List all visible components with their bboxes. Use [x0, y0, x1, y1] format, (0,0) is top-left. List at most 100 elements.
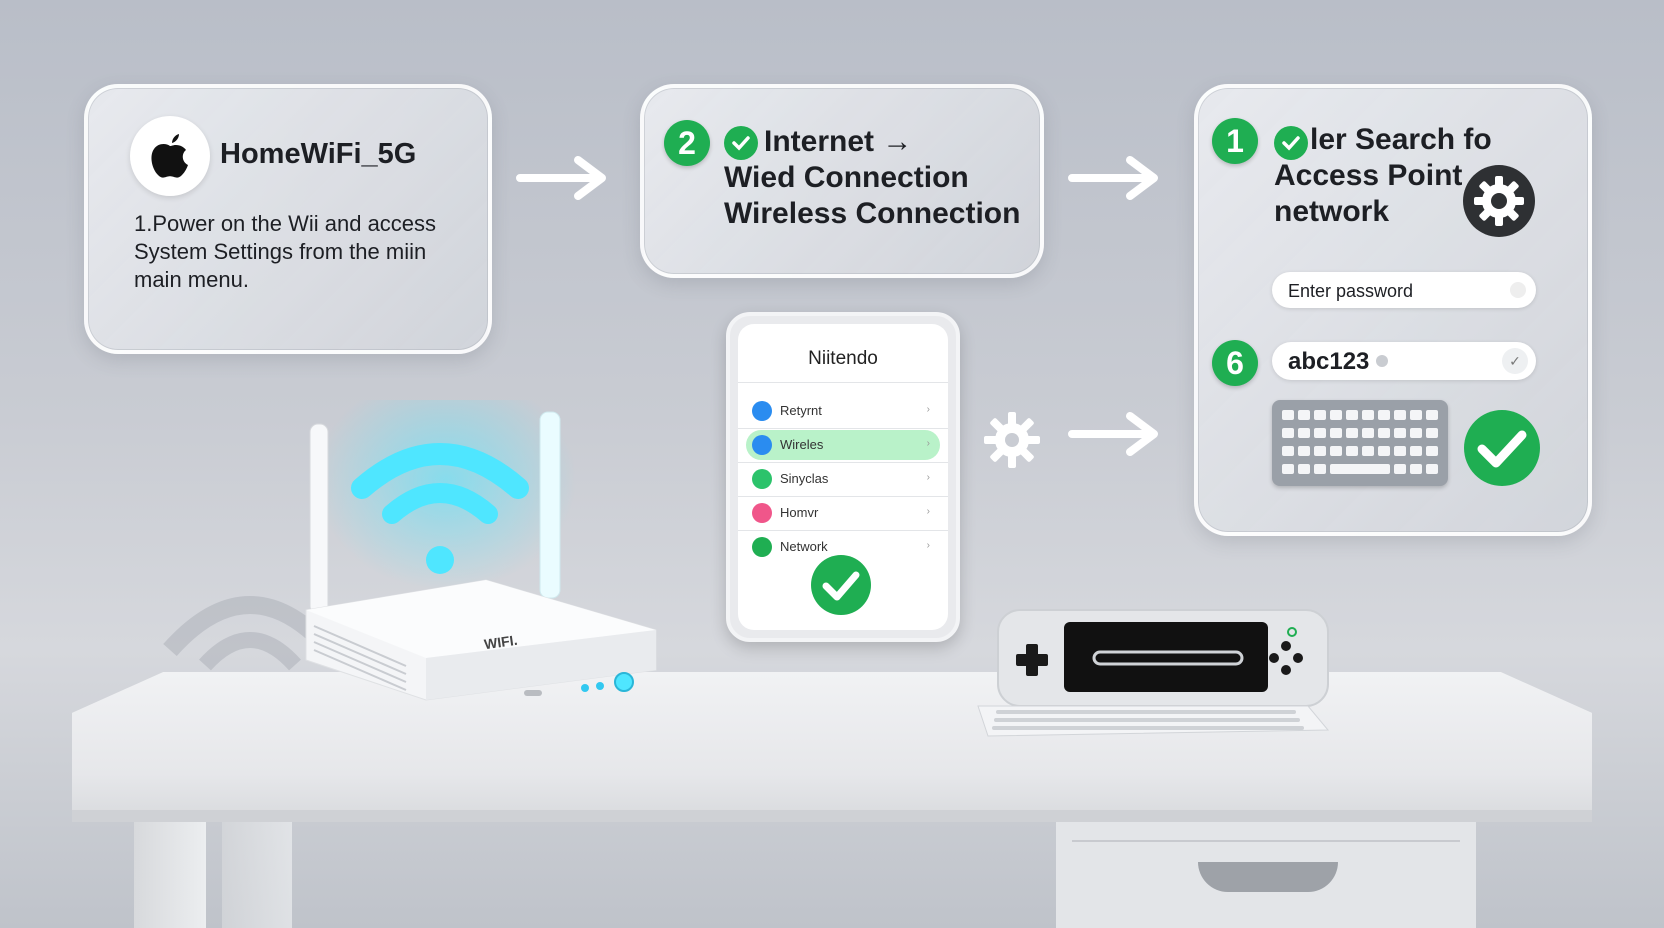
step-badge: 1 [1212, 118, 1258, 164]
keyboard-key[interactable] [1282, 446, 1294, 456]
success-check-icon [1464, 410, 1540, 486]
keyboard-key[interactable] [1378, 410, 1390, 420]
device-title: Niitendo [808, 348, 878, 369]
menu-item-label: Homvr [780, 505, 819, 520]
keyboard-key[interactable] [1330, 428, 1342, 438]
chevron-right-icon: › [926, 438, 930, 449]
desk-leg [222, 822, 292, 928]
menu-item-icon [752, 401, 772, 421]
dropdown-icon[interactable] [1510, 282, 1526, 298]
settings-menu-item[interactable]: Network › [746, 532, 940, 562]
keyboard-key[interactable] [1346, 410, 1358, 420]
keyboard-key[interactable] [1346, 446, 1358, 456]
keyboard-key[interactable] [1330, 446, 1342, 456]
wifi-router [305, 400, 657, 701]
keyboard-key[interactable] [1362, 446, 1374, 456]
keyboard-key[interactable] [1282, 410, 1294, 420]
device-settings-screen: Niitendo Retyrnt › Wireles › Sinyclas › Homvr ›… [726, 312, 960, 642]
divider [738, 496, 948, 497]
keyboard-key[interactable] [1362, 428, 1374, 438]
keyboard-key[interactable] [1330, 410, 1342, 420]
desk-leg [134, 822, 206, 928]
network-ssid: HomeWiFi_5G [220, 138, 417, 170]
keyboard-key[interactable] [1346, 428, 1358, 438]
menu-item-icon [752, 537, 772, 557]
network-label: network [1274, 195, 1390, 228]
keyboard-key[interactable] [1410, 428, 1422, 438]
apple-logo-icon [130, 116, 210, 196]
gear-icon[interactable] [1462, 164, 1536, 238]
keyboard-key[interactable] [1426, 464, 1438, 474]
settings-menu-screen: Niitendo Retyrnt › Wireles › Sinyclas › Homvr ›… [738, 324, 948, 630]
eye-icon[interactable] [1376, 355, 1388, 367]
desk-drawer [1056, 822, 1476, 928]
wifi-signal-icon [351, 443, 529, 574]
keyboard-key[interactable] [1378, 446, 1390, 456]
step-badge: 6 [1212, 340, 1258, 386]
chevron-right-icon: › [926, 472, 930, 483]
chevron-right-icon: › [926, 404, 930, 415]
keyboard-key[interactable] [1298, 464, 1310, 474]
chevron-right-icon: › [926, 540, 930, 551]
game-console [977, 609, 1330, 737]
phone-success-check-icon [811, 555, 871, 615]
keyboard-key[interactable] [1298, 446, 1310, 456]
keyboard-key[interactable] [1410, 446, 1422, 456]
access-point-label: Access Point [1274, 159, 1463, 192]
menu-path-wired: Wied Connection [724, 161, 969, 194]
keyboard-key[interactable] [1314, 428, 1326, 438]
menu-item-label: Retyrnt [780, 403, 822, 418]
menu-path-wireless: Wireless Connection [724, 197, 1021, 230]
keyboard-key[interactable] [1314, 464, 1326, 474]
menu-item-label: Sinyclas [780, 471, 829, 486]
menu-item-icon [752, 503, 772, 523]
divider [738, 428, 948, 429]
divider [738, 382, 948, 383]
keyboard-key[interactable] [1394, 410, 1406, 420]
password-value: abc123 [1288, 348, 1370, 375]
step-1-instruction: 1.Power on the Wii and access System Set… [134, 211, 437, 292]
keyboard-key[interactable] [1282, 464, 1294, 474]
keyboard-key[interactable] [1330, 464, 1390, 474]
settings-menu-item[interactable]: Homvr › [746, 498, 940, 528]
keyboard-key[interactable] [1298, 410, 1310, 420]
search-access-point-title: ler Search fo [1310, 123, 1492, 156]
on-screen-keyboard[interactable] [1272, 400, 1448, 486]
menu-path-internet: Internet → [764, 125, 913, 158]
desk-surface [72, 672, 1592, 818]
keyboard-key[interactable] [1394, 446, 1406, 456]
keyboard-key[interactable] [1314, 446, 1326, 456]
settings-menu-item[interactable]: Sinyclas › [746, 464, 940, 494]
keyboard-key[interactable] [1362, 410, 1374, 420]
keyboard-key[interactable] [1394, 464, 1406, 474]
settings-gear-icon [984, 412, 1040, 468]
desk-edge [72, 810, 1592, 822]
keyboard-key[interactable] [1410, 410, 1422, 420]
step-card-power-on: HomeWiFi_5G 1.Power on the Wii and acces… [84, 84, 492, 354]
settings-menu-item[interactable]: Retyrnt › [746, 396, 940, 426]
arrow-right-icon [1068, 156, 1158, 200]
arrow-right-icon [516, 156, 606, 200]
keyboard-key[interactable] [1314, 410, 1326, 420]
menu-item-label: Wireles [780, 437, 824, 452]
check-icon [724, 126, 758, 160]
keyboard-key[interactable] [1378, 428, 1390, 438]
keyboard-key[interactable] [1426, 428, 1438, 438]
keyboard-key[interactable] [1410, 464, 1422, 474]
chevron-right-icon: › [926, 506, 930, 517]
keyboard-key[interactable] [1282, 428, 1294, 438]
keyboard-key[interactable] [1394, 428, 1406, 438]
password-value-field[interactable]: abc123 ✓ [1272, 342, 1536, 380]
menu-item-icon [752, 435, 772, 455]
step-card-internet: 2 Internet → Wied Connection Wireless Co… [640, 84, 1044, 278]
menu-item-label: Network [780, 539, 828, 554]
menu-item-icon [752, 469, 772, 489]
settings-menu-item[interactable]: Wireles › [746, 430, 940, 460]
confirm-check-icon[interactable]: ✓ [1502, 348, 1528, 374]
keyboard-key[interactable] [1426, 446, 1438, 456]
divider [738, 530, 948, 531]
password-input[interactable]: Enter password [1272, 272, 1536, 308]
keyboard-key[interactable] [1298, 428, 1310, 438]
check-icon [1274, 126, 1308, 160]
keyboard-key[interactable] [1426, 410, 1438, 420]
